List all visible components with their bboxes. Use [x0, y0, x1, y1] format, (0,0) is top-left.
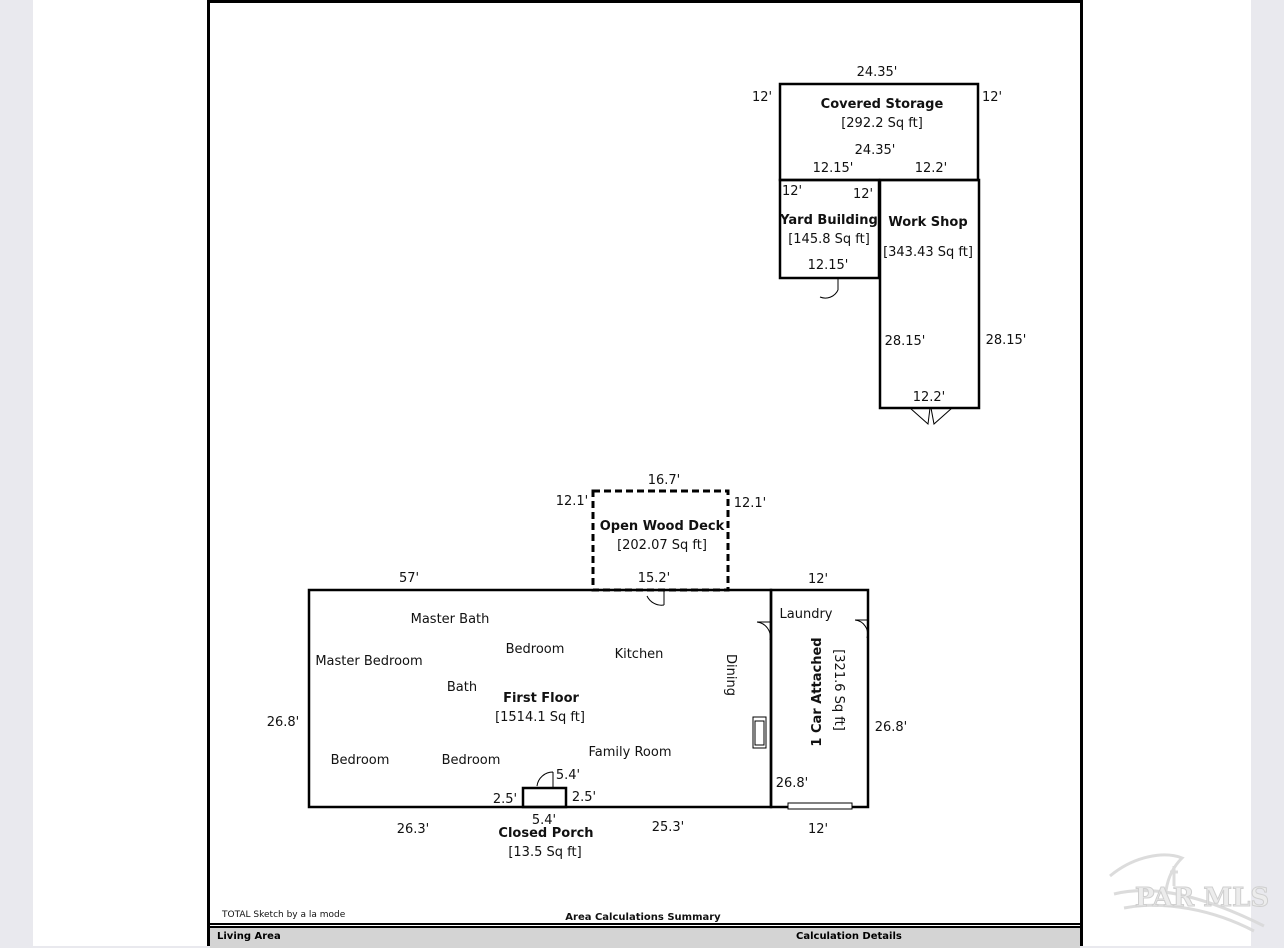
- covered-storage-dim-top: 24.35': [857, 65, 898, 80]
- garage-dim-bottom: 12': [808, 822, 828, 837]
- yard-building-title: Yard Building: [779, 213, 878, 228]
- page-background: [33, 0, 1251, 946]
- room-bedroom-mid: Bedroom: [442, 753, 501, 768]
- open-wood-deck-title: Open Wood Deck: [600, 519, 725, 534]
- closed-porch-dim-right: 2.5': [572, 790, 596, 805]
- mls-watermark-logo: PAR MLS: [1109, 853, 1270, 933]
- first-floor-dim-bottom-left: 26.3': [397, 822, 430, 837]
- covered-storage: 24.35' 12' 12' Covered Storage [292.2 Sq…: [752, 65, 1002, 182]
- work-shop-area: [343.43 Sq ft]: [883, 245, 973, 260]
- closed-porch-title: Closed Porch: [498, 826, 593, 841]
- garage-dim-right: 26.8': [875, 720, 908, 735]
- porch-door-icon: [536, 771, 554, 788]
- deck-door-icon: [646, 590, 665, 606]
- area-summary-title: Area Calculations Summary: [565, 912, 721, 923]
- open-wood-deck-area: [202.07 Sq ft]: [617, 538, 707, 553]
- covered-storage-area: [292.2 Sq ft]: [841, 116, 923, 131]
- covered-storage-title: Covered Storage: [821, 97, 944, 112]
- work-shop-dim-left: 28.15': [885, 334, 926, 349]
- work-shop-dim-bottom: 12.2': [913, 390, 946, 405]
- living-area-label: Living Area: [217, 931, 281, 942]
- room-master-bedroom: Master Bedroom: [315, 654, 422, 669]
- yard-building-area: [145.8 Sq ft]: [788, 232, 870, 247]
- room-bath: Bath: [447, 680, 477, 695]
- room-kitchen: Kitchen: [615, 647, 664, 662]
- closed-porch-area: [13.5 Sq ft]: [508, 845, 581, 860]
- first-floor-area: [1514.1 Sq ft]: [495, 710, 585, 725]
- work-shop-title: Work Shop: [888, 215, 967, 230]
- sketch-credit: TOTAL Sketch by a la mode: [221, 910, 346, 920]
- work-shop: 12.2' Work Shop [343.43 Sq ft] 28.15' 28…: [878, 161, 1027, 426]
- garage: 12' Laundry 1 Car Attached [321.6 Sq ft]…: [769, 572, 908, 837]
- open-wood-deck: 16.7' 12.1' 12.1' Open Wood Deck [202.07…: [556, 473, 767, 592]
- closed-porch-dim-left: 2.5': [493, 792, 517, 807]
- covered-storage-dim-bottom: 24.35': [855, 143, 896, 158]
- watermark-text: PAR MLS: [1135, 883, 1269, 913]
- calculation-details-label: Calculation Details: [796, 931, 902, 942]
- room-family-room: Family Room: [589, 745, 672, 760]
- work-shop-dim-right: 28.15': [986, 333, 1027, 348]
- room-dining: Dining: [723, 654, 738, 696]
- fireplace-icon: [752, 716, 767, 749]
- garage-area: [321.6 Sq ft]: [831, 649, 846, 731]
- garage-door-icon: [787, 802, 853, 810]
- first-floor-dim-left: 26.8': [267, 715, 300, 730]
- closed-porch: 5.4' 2.5' 2.5' 5.4' Closed Porch [13.5 S…: [493, 768, 596, 860]
- first-floor-dim-bottom-right: 25.3': [652, 820, 685, 835]
- closed-porch-dim-bottom: 5.4': [532, 813, 556, 828]
- first-floor-title: First Floor: [503, 691, 579, 706]
- closed-porch-outline: [521, 786, 568, 809]
- covered-storage-dim-left: 12': [752, 90, 772, 105]
- open-wood-deck-dim-top: 16.7': [648, 473, 681, 488]
- room-laundry: Laundry: [780, 607, 833, 622]
- work-shop-double-door-icon: [909, 407, 953, 426]
- yard-building-door-icon: [819, 278, 839, 299]
- room-master-bath: Master Bath: [411, 612, 490, 627]
- room-bedroom-left: Bedroom: [331, 753, 390, 768]
- open-wood-deck-dim-bottom: 15.2': [638, 571, 671, 586]
- footer-table-header: [210, 926, 1080, 948]
- yard-building: 12.15' 12' 12' Yard Building [145.8 Sq f…: [778, 161, 881, 299]
- yard-building-dim-bottom: 12.15': [808, 258, 849, 273]
- garage-dim-top: 12': [808, 572, 828, 587]
- fireplace-inner-icon: [754, 720, 765, 746]
- laundry-door-icon: [756, 621, 771, 641]
- room-bedroom-top: Bedroom: [506, 642, 565, 657]
- garage-title: 1 Car Attached: [810, 637, 825, 746]
- yard-building-dim-right: 12': [853, 187, 873, 202]
- garage-dim-left: 26.8': [776, 776, 809, 791]
- covered-storage-dim-right: 12': [982, 90, 1002, 105]
- sketch-frame: [207, 0, 1083, 946]
- yard-building-dim-left: 12': [782, 184, 802, 199]
- first-floor-dim-top: 57': [399, 571, 419, 586]
- garage-side-door-icon: [854, 619, 869, 639]
- first-floor: 57' 26.8' 26.3' 25.3' Master Bath Master…: [267, 571, 773, 837]
- open-wood-deck-dim-right: 12.1': [734, 496, 767, 511]
- yard-building-dim-top: 12.15': [813, 161, 854, 176]
- closed-porch-dim-top: 5.4': [556, 768, 580, 783]
- work-shop-dim-top: 12.2': [915, 161, 948, 176]
- open-wood-deck-dim-left: 12.1': [556, 494, 589, 509]
